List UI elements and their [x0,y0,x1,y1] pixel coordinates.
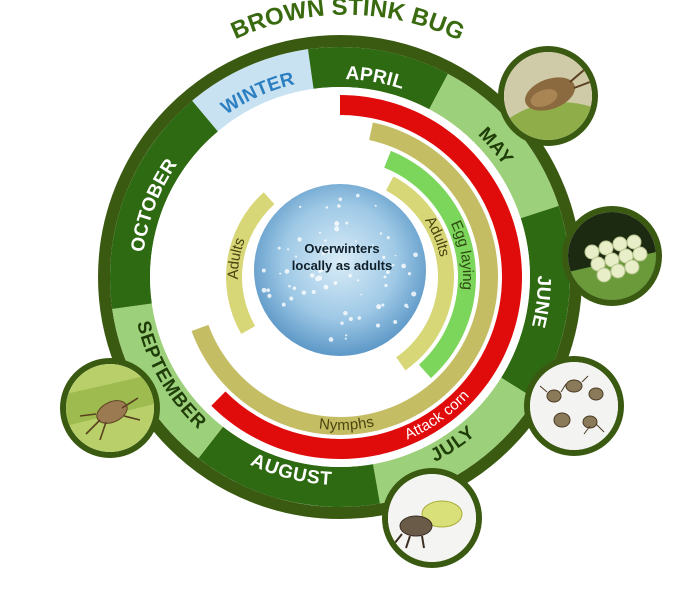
month-segment-october [109,100,218,310]
month-segment-august [198,426,380,507]
snow-dot [334,226,340,232]
snow-dot [413,252,418,258]
snow-dot [375,323,381,328]
snow-dot [340,321,344,325]
snow-dot [281,302,286,307]
adult-on-leaf-photo [60,358,160,458]
month-segment-winter [192,49,314,132]
snow-dot [357,279,360,282]
snow-dot [371,244,374,246]
snow-dot [394,254,397,257]
snow-dot [318,231,322,234]
snow-dot [406,305,409,309]
snow-dot [334,221,340,227]
snow-dot [310,273,315,278]
snow-dot [317,275,323,281]
snow-dot [294,255,298,258]
snow-dot [374,204,377,207]
snow-dot [321,244,325,248]
snow-dot [345,221,349,225]
snow-dot [348,273,352,278]
snow-dot [384,283,388,288]
snow-dot [294,261,297,264]
snow-dot [338,197,342,201]
snow-dot [326,249,330,254]
snow-dot [261,287,267,293]
snow-dot [381,303,385,307]
snow-dot [321,251,325,256]
band-adults-3 [386,176,454,371]
snow-dot [391,263,395,267]
snow-dot [266,288,270,293]
snow-dot [348,316,353,322]
snow-dot [328,337,334,342]
snow-dot [333,281,338,285]
winter-center-disc [254,184,426,356]
snow-dot [287,248,290,251]
snow-dot [311,290,316,295]
center-label-line2: locally as adults [291,258,393,273]
snow-dot [279,272,282,275]
snow-dot [403,265,406,268]
snow-dot [298,205,302,209]
snowflake-pattern [261,193,418,342]
snow-dot [277,246,281,250]
band-adults-4 [226,192,275,334]
snow-dot [325,206,329,209]
snow-dot [261,268,266,273]
snow-dot [407,272,412,276]
band-egg-laying-2 [384,150,476,379]
snow-dot [323,284,329,290]
month-segment-april [307,47,448,110]
center-label-line1: Overwinters [304,241,380,256]
snow-dot [284,269,290,274]
band-attack-corn-0 [211,95,522,459]
adult-stink-bug-photo [498,46,598,146]
snow-dot [379,232,383,235]
snow-dot [355,193,360,198]
month-segment-june [501,205,570,399]
snow-dot [267,293,272,298]
snow-dot [337,204,341,208]
snow-dot [289,296,294,301]
snow-dot [411,291,417,297]
snow-dot [292,286,297,290]
snow-dot [357,316,362,320]
month-segment-september [112,303,224,459]
snow-dot [393,320,398,325]
egg-mass-photo [562,206,662,306]
molting-nymph-photo [382,468,482,568]
center-label: Overwinters locally as adults [262,240,422,274]
snow-dot [376,304,382,310]
snow-dot [386,236,390,240]
band-label-1: Nymphs [318,413,375,434]
snow-dot [360,293,363,296]
snow-dot [297,237,302,242]
snow-dot [386,270,390,274]
month-segment-may [429,73,559,219]
snow-dot [345,334,348,337]
snow-dot [343,310,348,316]
nymphs-photo [524,356,624,456]
snow-dot [383,275,387,279]
snow-dot [355,240,357,243]
snow-dot [301,290,307,295]
snow-dot [324,239,327,242]
snow-dot [288,284,291,288]
snow-dot [382,255,386,259]
snow-dot [344,337,347,340]
snow-dot [318,270,322,273]
